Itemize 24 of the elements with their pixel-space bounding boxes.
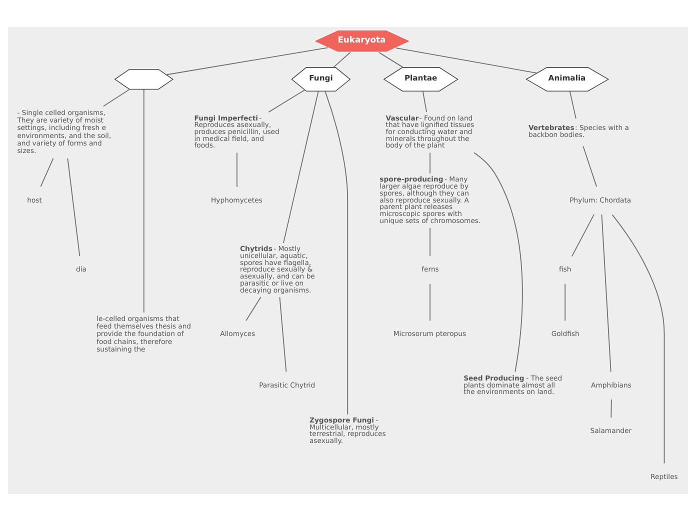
- connector: [166, 46, 328, 75]
- connector: [279, 296, 287, 372]
- connector: [564, 282, 566, 321]
- connector: [612, 214, 665, 464]
- connector: [572, 214, 594, 256]
- connector: [324, 90, 348, 414]
- connector: [268, 89, 306, 112]
- node-hexagon: [114, 68, 174, 90]
- connector: [395, 46, 538, 73]
- connector: [67, 157, 80, 256]
- connector: [474, 152, 523, 372]
- connector: [422, 90, 428, 112]
- connector: [378, 51, 404, 68]
- connector: [569, 90, 576, 119]
- connector: [283, 90, 319, 243]
- connector: [582, 145, 598, 187]
- connector: [236, 152, 238, 187]
- connector: [610, 398, 612, 418]
- connector: [246, 296, 262, 321]
- connector: [40, 157, 54, 186]
- connector: [103, 88, 130, 106]
- connector: [333, 51, 351, 68]
- connector: [143, 88, 144, 312]
- connector: [601, 214, 612, 372]
